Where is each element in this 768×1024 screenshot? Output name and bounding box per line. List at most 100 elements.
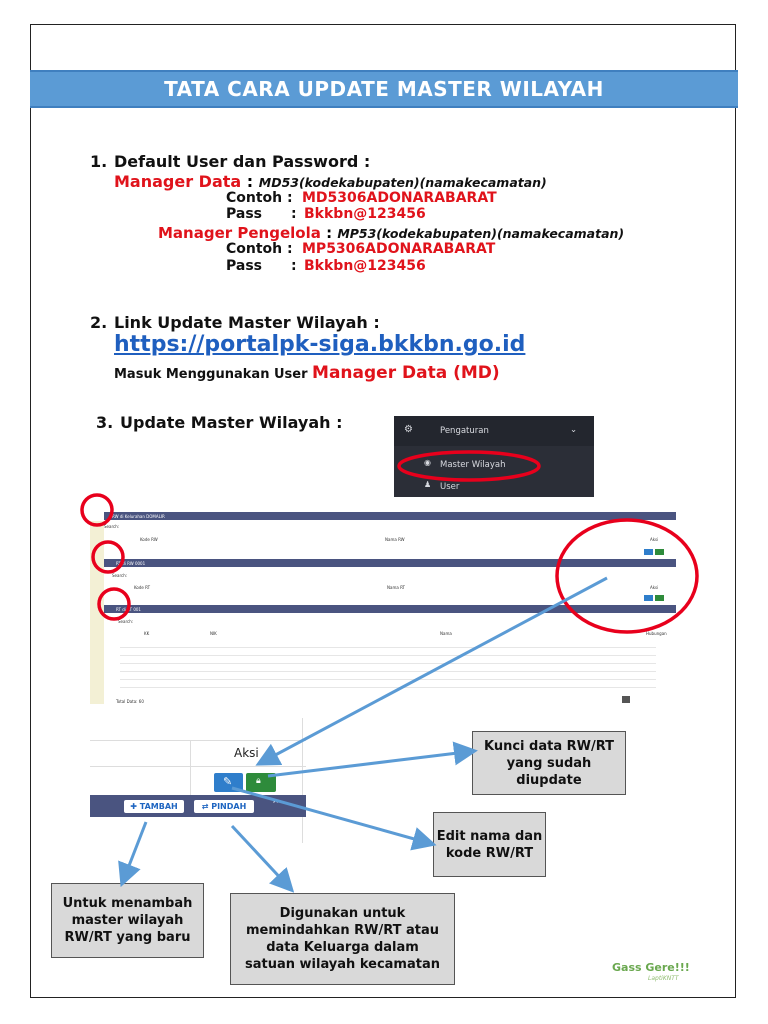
contoh-mp-value: MP5306ADONARABARAT xyxy=(302,241,496,257)
chevron-down-icon: ⌄ xyxy=(570,425,578,435)
col-nama-rw: Nama RW xyxy=(385,537,405,542)
pindah-button[interactable]: ⇄ PINDAH xyxy=(194,800,254,813)
rt-rw-bar-label: RT di RW 0001 xyxy=(116,561,146,566)
table-row xyxy=(120,639,656,648)
col-aksi-1: Aksi xyxy=(650,537,659,542)
menu-item-master-wilayah[interactable]: Master Wilayah xyxy=(440,460,506,470)
rt-bar xyxy=(104,605,676,613)
divider xyxy=(302,718,303,843)
table-row xyxy=(120,655,656,664)
lock-button-small[interactable] xyxy=(655,549,664,555)
pagination-active[interactable] xyxy=(622,696,630,703)
highlight-circle-rt2 xyxy=(97,587,131,621)
table-screenshot: RW di Kelurahan DOMALIR Search: Kode RW … xyxy=(90,497,678,707)
highlight-circle-aksi xyxy=(555,518,699,634)
arrow-to-tambah xyxy=(118,821,148,888)
arrow-to-edit xyxy=(231,786,437,851)
highlight-circle-menu xyxy=(397,450,541,482)
col-nama: Nama xyxy=(440,631,452,636)
col-kode-rt: Kode RT xyxy=(134,585,151,590)
manager-data-sep: : xyxy=(241,172,259,191)
user-icon: ♟ xyxy=(424,480,432,489)
manager-pengelola-sep: : xyxy=(320,224,338,242)
contoh-md-label: Contoh : xyxy=(226,190,293,206)
step3-number: 3. xyxy=(96,413,114,432)
rw-bar-label: RW di Kelurahan DOMALIR xyxy=(112,514,165,519)
pindah-label: PINDAH xyxy=(211,802,247,811)
step1-heading: Default User dan Password : xyxy=(114,152,371,171)
footer-slogan: Gass Gere!!! xyxy=(612,961,690,974)
edit-button[interactable]: ✎ xyxy=(214,773,243,792)
pass-md-sep: : xyxy=(291,206,297,222)
highlight-circle-rt xyxy=(91,540,125,574)
edit-button-small[interactable] xyxy=(644,549,653,555)
divider xyxy=(90,740,306,741)
search-label-1: Search: xyxy=(104,524,120,529)
gear-icon: ⚙ xyxy=(404,424,413,435)
callout-tambah: Untuk menambah master wilayah RW/RT yang… xyxy=(51,883,204,958)
page-title: TATA CARA UPDATE MASTER WILAYAH xyxy=(30,70,738,108)
rt-rw-bar xyxy=(104,559,676,567)
pass-md-label: Pass xyxy=(226,206,262,222)
manager-data-label: Manager Data xyxy=(114,172,242,191)
col-hubungan: Hubungan xyxy=(646,631,667,636)
tambah-button[interactable]: ✚ TAMBAH xyxy=(124,800,184,813)
callout-kunci: Kunci data RW/RT yang sudah diupdate xyxy=(472,731,626,795)
plus-icon: ✚ xyxy=(130,802,140,811)
step2-heading: Link Update Master Wilayah : xyxy=(114,313,380,332)
highlight-circle-rw xyxy=(80,493,114,527)
table-row xyxy=(120,671,656,680)
col-nama-rt: Nama RT xyxy=(387,585,405,590)
menu-item-pengaturan[interactable]: Pengaturan xyxy=(440,426,489,436)
arrow-to-aksi xyxy=(255,576,608,766)
portal-link[interactable]: https://portalpk-siga.bkkbn.go.id xyxy=(114,332,526,357)
menu-item-user[interactable]: User xyxy=(440,482,460,492)
footer-author: LaptiKNTT xyxy=(648,975,679,982)
contoh-mp-label: Contoh : xyxy=(226,241,293,257)
col-nik: NIK xyxy=(210,631,217,636)
chevron-up-icon[interactable]: ⌃ xyxy=(271,798,281,811)
search-label-3: Search: xyxy=(118,619,134,624)
col-kode-rw: Kode RW xyxy=(140,537,158,542)
login-user: Manager Data (MD) xyxy=(312,363,500,383)
yellow-column xyxy=(90,521,104,704)
pass-md-value: Bkkbn@123456 xyxy=(304,206,426,222)
page-border xyxy=(30,24,736,998)
manager-data-row: Manager Data : MD53(kodekabupaten)(namak… xyxy=(114,172,547,191)
callout-edit: Edit nama dan kode RW/RT xyxy=(433,812,546,877)
lock-button[interactable]: 🔒︎ xyxy=(246,773,276,792)
arrow-to-kunci xyxy=(267,741,478,778)
callout-pindah: Digunakan untuk memindahkan RW/RT atau d… xyxy=(230,893,455,985)
aksi-header: Aksi xyxy=(234,746,259,760)
search-label-2: Search: xyxy=(112,573,128,578)
manager-data-format: MD53(kodekabupaten)(namakecamatan) xyxy=(258,175,547,190)
lock-icon: 🔒︎ xyxy=(256,776,261,786)
divider xyxy=(90,766,306,767)
table-row xyxy=(120,647,656,656)
tambah-label: TAMBAH xyxy=(139,802,178,811)
manager-pengelola-label: Manager Pengelola xyxy=(158,224,321,242)
arrow-to-pindah xyxy=(230,824,295,893)
manager-pengelola-format: MP53(kodekabupaten)(namakecamatan) xyxy=(337,226,625,241)
table-row xyxy=(120,679,656,688)
pass-mp-label: Pass xyxy=(226,258,262,274)
login-prefix: Masuk Menggunakan User xyxy=(114,367,313,382)
pass-mp-value: Bkkbn@123456 xyxy=(304,258,426,274)
divider xyxy=(190,740,191,795)
location-icon: ◉ xyxy=(424,458,431,467)
step2-number: 2. xyxy=(90,313,108,332)
contoh-md-value: MD5306ADONARABARAT xyxy=(302,190,497,206)
rw-bar xyxy=(104,512,676,520)
step1-number: 1. xyxy=(90,152,108,171)
edit-button-small-2[interactable] xyxy=(644,595,653,601)
lock-button-small-2[interactable] xyxy=(655,595,664,601)
col-kk: KK xyxy=(144,631,150,636)
table-footer: Total Data: 60 xyxy=(116,699,144,704)
swap-icon: ⇄ xyxy=(201,802,212,811)
manager-pengelola-row: Manager Pengelola : MP53(kodekabupaten)(… xyxy=(158,223,624,242)
table-row xyxy=(120,663,656,672)
menu-header-row xyxy=(394,416,594,446)
pass-mp-sep: : xyxy=(291,258,297,274)
pencil-icon: ✎ xyxy=(223,775,233,788)
